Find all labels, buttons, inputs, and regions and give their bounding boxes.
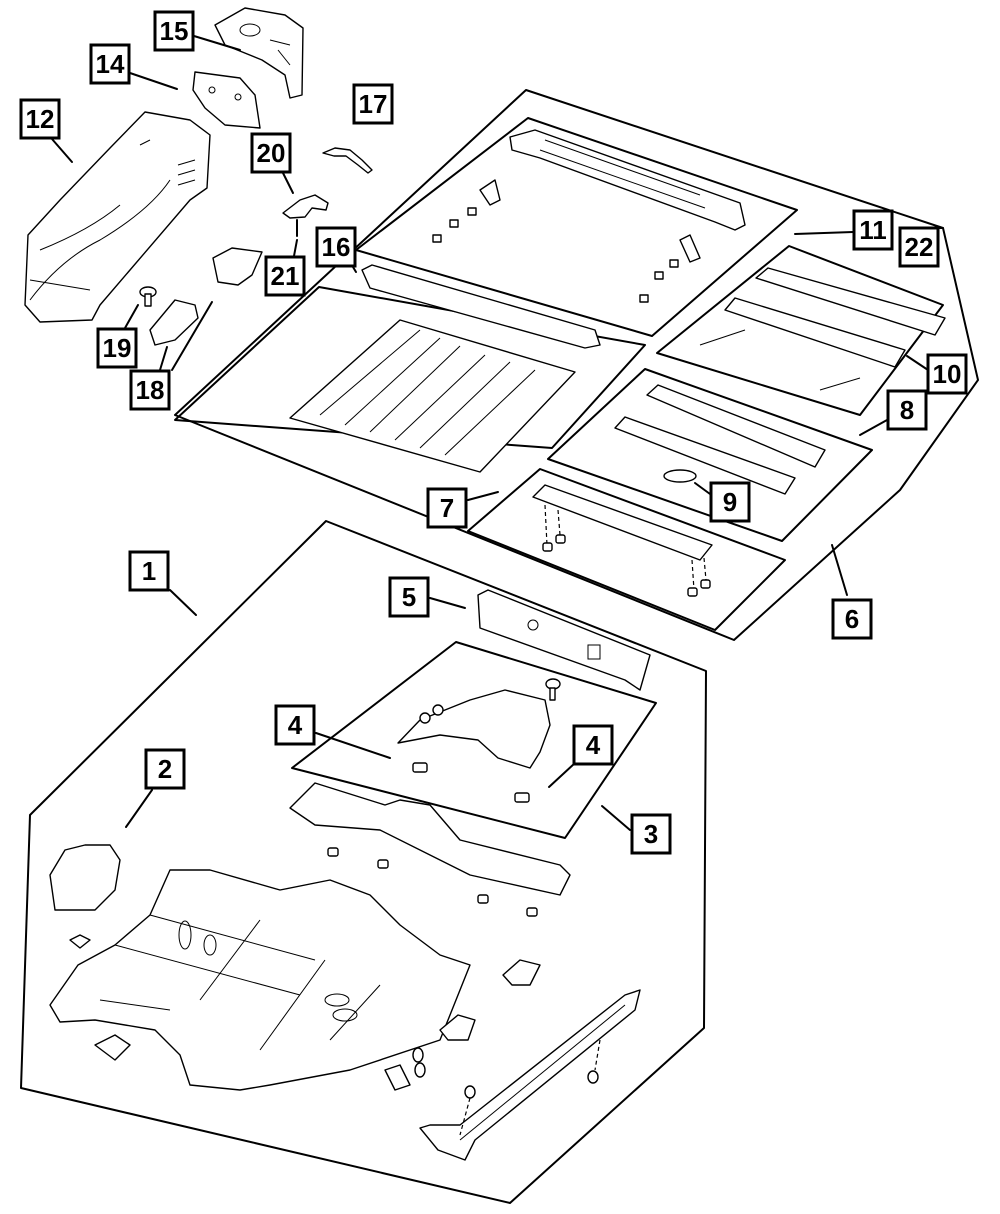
- part-bracket-small-b: [439, 1014, 476, 1041]
- part-crossmembers-10: [699, 267, 946, 391]
- callout-number: 10: [933, 359, 962, 389]
- callout-5[interactable]: 5: [388, 576, 430, 618]
- callout-number: 1: [142, 556, 156, 586]
- callout-22[interactable]: 22: [898, 226, 940, 268]
- part-bracket-2: [49, 844, 121, 911]
- part-crossmember-3: [289, 782, 571, 917]
- outline-group-11: [355, 117, 798, 337]
- callout-number: 15: [160, 16, 189, 46]
- part-rear-rail-11: [509, 129, 746, 231]
- part-rear-floor-pan: [289, 319, 576, 473]
- callout-1[interactable]: 1: [128, 550, 170, 592]
- callout-10[interactable]: 10: [926, 353, 968, 395]
- part-sill-rail: [419, 989, 641, 1161]
- part-extension-15: [214, 7, 304, 99]
- callout-number: 3: [644, 819, 658, 849]
- callout-number: 2: [158, 754, 172, 784]
- callout-12[interactable]: 12: [19, 98, 61, 140]
- part-bracket-small-c: [384, 1064, 411, 1091]
- part-strap-17: [322, 147, 373, 174]
- outline-group-7: [467, 468, 786, 631]
- callout-15[interactable]: 15: [153, 10, 195, 52]
- callout-number: 22: [905, 232, 934, 262]
- part-nut-a: [412, 1047, 424, 1063]
- callout-21[interactable]: 21: [264, 255, 306, 297]
- callout-14[interactable]: 14: [89, 43, 131, 85]
- callout-number: 19: [103, 333, 132, 363]
- outline-group-1: [20, 520, 707, 1204]
- outline-group-3: [291, 641, 657, 839]
- part-reinforcement-4: [397, 678, 561, 803]
- parts-art: [24, 7, 946, 1161]
- callout-number: 11: [859, 215, 887, 245]
- callout-number: 8: [900, 395, 914, 425]
- callout-3[interactable]: 3: [630, 813, 672, 855]
- callout-number: 12: [26, 104, 55, 134]
- callout-number: 7: [440, 493, 454, 523]
- part-nut-b: [414, 1062, 426, 1078]
- part-crossmember-7: [532, 484, 713, 597]
- part-bracket-upper: [212, 247, 263, 286]
- callout-number: 4: [288, 710, 303, 740]
- part-front-floor-pan: [49, 869, 471, 1091]
- callout-19[interactable]: 19: [96, 327, 138, 369]
- part-wheelhouse: [24, 111, 211, 323]
- callout-number: 4: [586, 730, 601, 760]
- part-plug-9: [663, 469, 697, 483]
- part-bracket-18: [149, 299, 199, 346]
- part-crossmember-5: [477, 589, 651, 691]
- part-crossmembers-8: [614, 384, 826, 495]
- callout-7[interactable]: 7: [426, 487, 468, 529]
- callout-number: 6: [845, 604, 859, 634]
- part-bracket-small-a: [502, 959, 541, 986]
- part-bracket-14: [192, 71, 261, 129]
- callout-17[interactable]: 17: [352, 83, 394, 125]
- group-outlines: [20, 89, 979, 1204]
- callout-number: 5: [402, 582, 416, 612]
- callout-2[interactable]: 2: [144, 748, 186, 790]
- outline-group-10: [656, 245, 944, 416]
- callout-number: 21: [271, 261, 300, 291]
- callout-number: 17: [359, 89, 388, 119]
- callout-18[interactable]: 18: [129, 369, 171, 411]
- callout-4a[interactable]: 4: [274, 704, 316, 746]
- callout-11[interactable]: 11: [852, 209, 894, 251]
- callout-number: 20: [257, 138, 286, 168]
- callout-number: 16: [322, 232, 351, 262]
- part-bracket-20: [282, 194, 329, 219]
- part-brackets-11: [432, 179, 701, 303]
- callout-16[interactable]: 16: [315, 226, 357, 268]
- callout-number: 9: [723, 487, 737, 517]
- callout-4b[interactable]: 4: [572, 724, 614, 766]
- callout-9[interactable]: 9: [709, 481, 751, 523]
- callout-20[interactable]: 20: [250, 132, 292, 174]
- outline-group-8: [547, 368, 873, 542]
- outline-group-22: [174, 89, 979, 641]
- part-bolt-19: [139, 286, 157, 307]
- callout-8[interactable]: 8: [886, 389, 928, 431]
- part-floor-rail-16: [361, 264, 601, 349]
- callout-6[interactable]: 6: [831, 598, 873, 640]
- callout-number: 14: [96, 49, 125, 79]
- callout-number: 18: [136, 375, 165, 405]
